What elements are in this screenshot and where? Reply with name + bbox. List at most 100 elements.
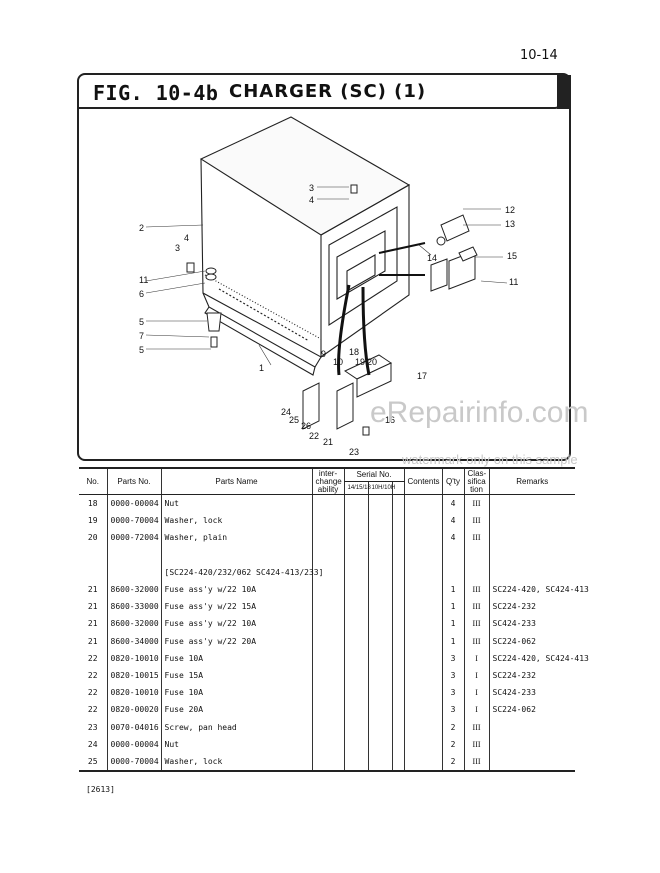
cell-empty [311, 752, 344, 773]
cell-empty [311, 494, 344, 513]
cell-qty: 1 [441, 598, 465, 616]
cell-remarks: SC224-062 [488, 701, 576, 719]
cell-name: Fuse 10A [160, 649, 312, 667]
cell-empty [343, 632, 368, 650]
cell-cls: III [463, 615, 490, 633]
cell-part: 8600-32000 [106, 580, 161, 599]
cell-qty: 2 [441, 735, 465, 753]
watermark-note: watermark only on this sample [402, 452, 578, 467]
cell-empty [343, 494, 368, 513]
cell-empty [391, 615, 405, 633]
header-qty: Q'ty [441, 467, 465, 495]
header-interchange-line3: ability [317, 484, 339, 494]
cell-no: 21 [87, 602, 98, 612]
cell-empty [403, 632, 443, 650]
cell-name: Nut [160, 735, 312, 753]
header-serial-no: Serial No. [343, 467, 405, 482]
cell-empty [403, 563, 443, 581]
header-class-line2: sifica [467, 476, 486, 486]
cell-empty [343, 546, 368, 564]
cell-qty: 3 [441, 701, 465, 719]
cell-cls: III [463, 512, 490, 530]
cell-empty [391, 632, 405, 650]
cell-empty [343, 598, 368, 616]
header-parts-name: Parts Name [160, 467, 312, 495]
cell-name: Fuse ass'y w/22 15A [160, 598, 312, 616]
cell-empty [343, 615, 368, 633]
header-class-line3: tion [470, 484, 483, 494]
cell-cls: I [463, 649, 490, 667]
cell-qty: 4 [441, 529, 465, 547]
callout-5: 5 [139, 317, 144, 327]
footer-code: [2613] [86, 785, 115, 794]
callout-10: 10 [333, 357, 343, 367]
cell-remarks: SC224-062 [488, 632, 576, 650]
header-serial-col2: 10H/10H [367, 481, 395, 495]
cell-cls: III [463, 494, 490, 513]
cell-empty [343, 563, 368, 581]
cell-qty: 4 [441, 494, 465, 513]
cell-empty [403, 598, 443, 616]
cell-cls: III [463, 529, 490, 547]
callout-4b: 4 [309, 195, 314, 205]
callout-13: 13 [505, 219, 515, 229]
cell-cls: I [463, 666, 490, 685]
cell-remarks [488, 546, 576, 564]
cell-no: 19 [87, 516, 98, 526]
cell-empty [343, 666, 368, 685]
cell-empty [311, 684, 344, 702]
header-remarks: Remarks [488, 467, 576, 495]
cell-remarks [488, 563, 576, 581]
cell-remarks: SC424-233 [488, 615, 576, 633]
cell-empty [367, 598, 392, 616]
callout-14: 14 [427, 253, 437, 263]
header-serial-col1: 14/15/18 [343, 481, 371, 495]
cell-empty [403, 718, 443, 736]
callout-6: 6 [139, 289, 144, 299]
table-subheader-row: 14/15/18 10H/10H [79, 481, 575, 495]
cell-no [79, 547, 107, 564]
cell-empty [391, 512, 405, 530]
cell-part: 0820-00020 [106, 701, 161, 719]
callout-11: 11 [509, 277, 518, 287]
page-number: 10-14 [520, 48, 558, 63]
cell-empty [367, 701, 392, 719]
cell-part: 0820-10015 [106, 666, 161, 685]
cell-name: Fuse ass'y w/22 20A [160, 632, 312, 650]
parts-table: No. Parts No. Parts Name inter- change a… [79, 467, 589, 773]
cell-part: 8600-34000 [106, 632, 161, 650]
cell-empty [367, 546, 392, 564]
callout-15: 15 [507, 251, 517, 261]
cell-part [106, 563, 161, 581]
cell-empty [403, 512, 443, 530]
cell-name: Nut [160, 494, 312, 513]
figure-title-tab: FIG. 10-4b CHARGER (SC) (1) [79, 75, 561, 109]
cell-empty [403, 529, 443, 547]
cell-empty [391, 718, 405, 736]
cell-part: 0820-10010 [106, 649, 161, 667]
cell-qty: 2 [441, 752, 465, 773]
cell-empty [403, 752, 443, 773]
cell-remarks [488, 752, 576, 773]
callout-16: 16 [385, 415, 395, 425]
cell-qty: 1 [441, 615, 465, 633]
cell-empty [367, 529, 392, 547]
header-serial-col3 [391, 481, 405, 495]
cell-empty [343, 735, 368, 753]
cell-empty [343, 649, 368, 667]
cell-empty [367, 632, 392, 650]
cell-cls: I [463, 684, 490, 702]
cell-part: 8600-33000 [106, 598, 161, 616]
cell-empty [391, 684, 405, 702]
cell-empty [367, 649, 392, 667]
callout-18: 18 [349, 347, 359, 357]
cell-empty [391, 529, 405, 547]
callout-25: 25 [289, 415, 299, 425]
cell-part: 0000-70004 [106, 752, 161, 773]
